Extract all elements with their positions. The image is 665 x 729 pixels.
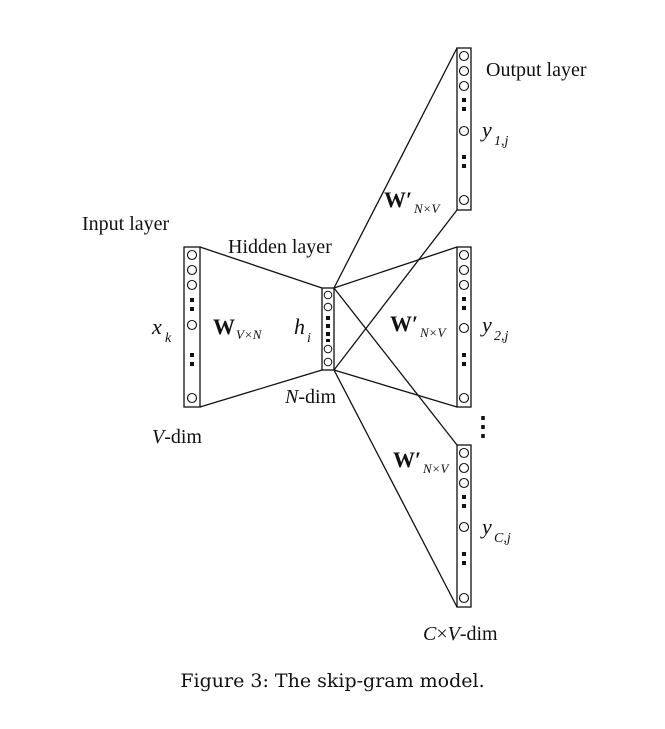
hidden-outputC-bottom-line [333, 369, 458, 608]
output-weight-matrix-label-c: W′ N×V [393, 447, 450, 476]
svg-text:y: y [480, 117, 492, 142]
output-vector-label-c: y C,j [480, 514, 511, 546]
output-weight-matrix-label-1: W′ N×V [384, 187, 441, 216]
svg-text:2,j: 2,j [494, 329, 509, 344]
output-layers-vdots: ⋮ [470, 412, 496, 441]
output-vector-label-1: y 1,j [480, 117, 509, 149]
output-weight-matrix-label-2: W′ N×V [390, 311, 447, 340]
hidden-layer-label: Hidden layer [228, 236, 332, 258]
output-vector-label-2: y 2,j [480, 312, 509, 344]
figure-caption: Figure 3: The skip-gram model. [180, 670, 485, 692]
svg-text:C,j: C,j [494, 531, 511, 546]
input-hidden-bottom-line [199, 369, 323, 408]
svg-text:k: k [165, 331, 172, 346]
svg-text:N×V: N×V [422, 461, 450, 476]
svg-text:W′: W′ [384, 187, 412, 212]
svg-text:N×V: N×V [419, 325, 447, 340]
connection-lines [199, 47, 458, 608]
input-layer-column [183, 246, 201, 408]
input-layer-label: Input layer [82, 213, 170, 235]
hidden-output2-top-line [333, 246, 458, 289]
svg-text:N×V: N×V [413, 201, 441, 216]
svg-text:y: y [480, 312, 492, 337]
svg-text:h: h [294, 314, 305, 339]
svg-text:V×N: V×N [236, 327, 263, 342]
output-layer-column-2 [456, 246, 472, 408]
svg-text:W′: W′ [393, 447, 421, 472]
svg-text:1,j: 1,j [494, 134, 509, 149]
hidden-layer-column [321, 287, 335, 371]
input-vector-label: x k [151, 314, 172, 346]
hidden-output1-bottom-line [333, 209, 458, 371]
output-layer-column-c [456, 444, 472, 608]
output-layer-column-1 [456, 47, 472, 211]
svg-text:x: x [151, 314, 162, 339]
svg-text:W: W [213, 314, 235, 339]
hidden-dim-label: N-dim [284, 386, 337, 408]
hidden-output1-top-line [333, 47, 458, 289]
svg-text:i: i [307, 331, 311, 346]
svg-text:W′: W′ [390, 311, 418, 336]
hidden-output2-bottom-line [333, 369, 458, 408]
hidden-outputC-top-line [333, 287, 458, 446]
input-dim-label: V-dim [152, 426, 202, 448]
input-weight-matrix-label: W V×N [213, 314, 263, 342]
svg-text:y: y [480, 514, 492, 539]
output-layer-label: Output layer [486, 59, 587, 81]
input-hidden-top-line [199, 246, 323, 289]
hidden-vector-label: h i [294, 314, 311, 346]
output-dim-label: C×V-dim [423, 623, 498, 645]
